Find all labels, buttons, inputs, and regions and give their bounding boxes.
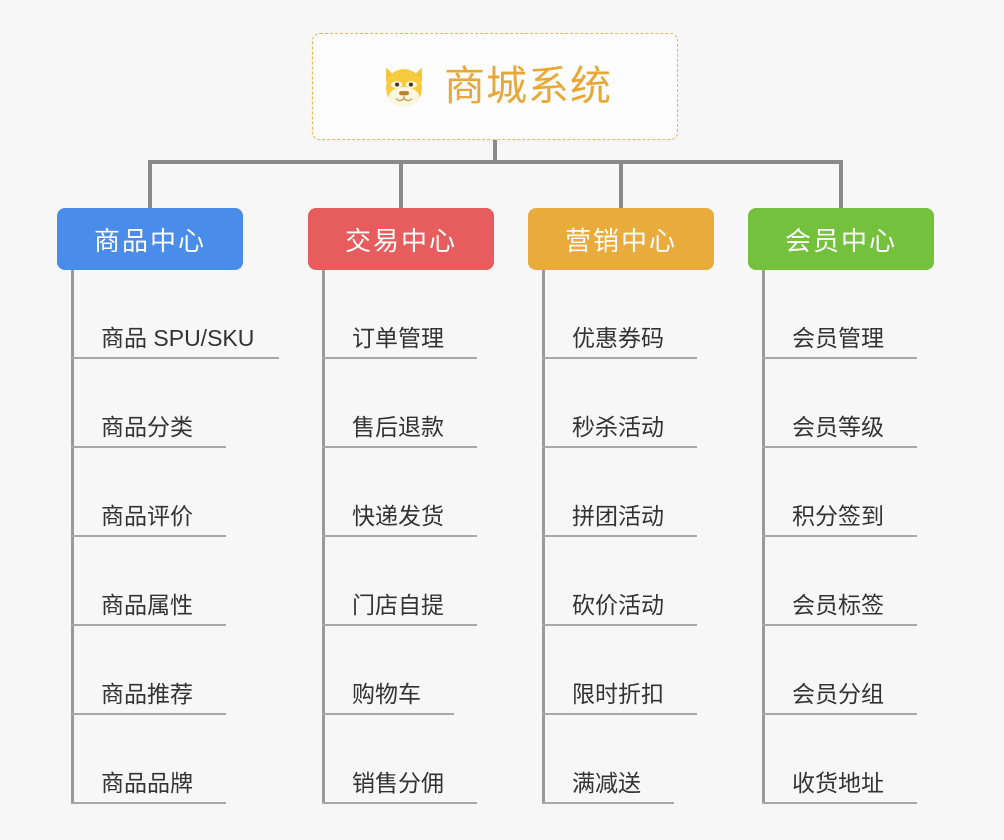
leaf-item-label: 商品分类 xyxy=(101,414,193,440)
leaf-item-label: 商品属性 xyxy=(101,592,193,618)
leaf-item[interactable]: 售后退款 xyxy=(322,359,477,448)
leaf-spine xyxy=(762,270,765,804)
category-column-2: 交易中心订单管理售后退款快递发货门店自提购物车销售分佣 xyxy=(308,208,494,804)
leaf-item[interactable]: 满减送 xyxy=(542,715,674,804)
leaf-item-label: 快递发货 xyxy=(352,503,444,529)
category-header-label: 会员中心 xyxy=(784,225,897,256)
leaf-item[interactable]: 会员管理 xyxy=(762,270,917,359)
leaf-item[interactable]: 砍价活动 xyxy=(542,537,697,626)
leaf-item-label: 商品评价 xyxy=(101,503,193,529)
leaf-item-label: 门店自提 xyxy=(352,592,444,618)
leaf-item[interactable]: 商品评价 xyxy=(71,448,226,537)
leaf-item[interactable]: 优惠券码 xyxy=(542,270,697,359)
leaf-item[interactable]: 门店自提 xyxy=(322,537,477,626)
category-column-1: 商品中心商品 SPU/SKU 商品分类商品评价商品属性商品推荐商品品牌 xyxy=(57,208,279,804)
category-header-1[interactable]: 商品中心 xyxy=(57,208,243,270)
root-title: 商城系统 xyxy=(444,63,612,109)
leaf-item-label: 商品品牌 xyxy=(101,770,193,796)
leaf-item[interactable]: 商品品牌 xyxy=(71,715,226,804)
shiba-dog-icon xyxy=(386,67,422,106)
category-header-2[interactable]: 交易中心 xyxy=(308,208,494,270)
leaf-item-label: 会员标签 xyxy=(792,592,884,618)
leaf-item[interactable]: 积分签到 xyxy=(762,448,917,537)
leaf-item[interactable]: 订单管理 xyxy=(322,270,477,359)
leaf-item-label: 订单管理 xyxy=(352,325,444,351)
leaf-item-label: 限时折扣 xyxy=(572,681,664,707)
leaf-list-1: 商品 SPU/SKU 商品分类商品评价商品属性商品推荐商品品牌 xyxy=(71,270,279,804)
leaf-item-label: 商品 SPU/SKU xyxy=(101,325,255,351)
connector-drop-2 xyxy=(399,160,403,208)
leaf-item[interactable]: 会员分组 xyxy=(762,626,917,715)
leaf-list-4: 会员管理会员等级积分签到会员标签会员分组收货地址 xyxy=(762,270,934,804)
category-column-3: 营销中心优惠券码秒杀活动拼团活动砍价活动限时折扣满减送 xyxy=(528,208,714,804)
connector-drop-3 xyxy=(619,160,623,208)
leaf-item[interactable]: 会员等级 xyxy=(762,359,917,448)
connector-bus xyxy=(150,160,839,164)
leaf-item-label: 会员分组 xyxy=(792,681,884,707)
leaf-item[interactable]: 商品属性 xyxy=(71,537,226,626)
leaf-item-label: 满减送 xyxy=(572,770,641,796)
leaf-item[interactable]: 限时折扣 xyxy=(542,626,697,715)
leaf-item-label: 积分签到 xyxy=(792,503,884,529)
leaf-item-label: 会员管理 xyxy=(792,325,884,351)
leaf-item[interactable]: 商品分类 xyxy=(71,359,226,448)
category-header-label: 营销中心 xyxy=(564,225,677,256)
category-header-label: 交易中心 xyxy=(344,225,457,256)
leaf-spine xyxy=(322,270,325,804)
leaf-list-2: 订单管理售后退款快递发货门店自提购物车销售分佣 xyxy=(322,270,494,804)
leaf-item-label: 会员等级 xyxy=(792,414,884,440)
leaf-item[interactable]: 商品推荐 xyxy=(71,626,226,715)
leaf-list-3: 优惠券码秒杀活动拼团活动砍价活动限时折扣满减送 xyxy=(542,270,714,804)
leaf-item-label: 购物车 xyxy=(352,681,421,707)
leaf-item-label: 砍价活动 xyxy=(572,592,664,618)
category-header-4[interactable]: 会员中心 xyxy=(748,208,934,270)
leaf-item-label: 优惠券码 xyxy=(572,325,664,351)
leaf-item-label: 售后退款 xyxy=(352,414,444,440)
leaf-item[interactable]: 会员标签 xyxy=(762,537,917,626)
leaf-item-label: 秒杀活动 xyxy=(572,414,664,440)
root-node[interactable]: 商城系统 xyxy=(312,33,678,140)
category-header-3[interactable]: 营销中心 xyxy=(528,208,714,270)
connector-drop-1 xyxy=(148,160,152,208)
leaf-item[interactable]: 销售分佣 xyxy=(322,715,477,804)
leaf-item[interactable]: 商品 SPU/SKU xyxy=(71,270,279,359)
leaf-item[interactable]: 拼团活动 xyxy=(542,448,697,537)
leaf-item-label: 销售分佣 xyxy=(352,770,444,796)
category-header-label: 商品中心 xyxy=(93,225,206,256)
leaf-spine xyxy=(71,270,74,804)
category-column-4: 会员中心会员管理会员等级积分签到会员标签会员分组收货地址 xyxy=(748,208,934,804)
connector-root-stem xyxy=(493,140,497,162)
leaf-item[interactable]: 购物车 xyxy=(322,626,454,715)
leaf-item-label: 收货地址 xyxy=(792,770,884,796)
leaf-item-label: 商品推荐 xyxy=(101,681,193,707)
leaf-item-label: 拼团活动 xyxy=(572,503,664,529)
connector-drop-4 xyxy=(839,160,843,208)
leaf-spine xyxy=(542,270,545,804)
leaf-item[interactable]: 秒杀活动 xyxy=(542,359,697,448)
leaf-item[interactable]: 收货地址 xyxy=(762,715,917,804)
leaf-item[interactable]: 快递发货 xyxy=(322,448,477,537)
